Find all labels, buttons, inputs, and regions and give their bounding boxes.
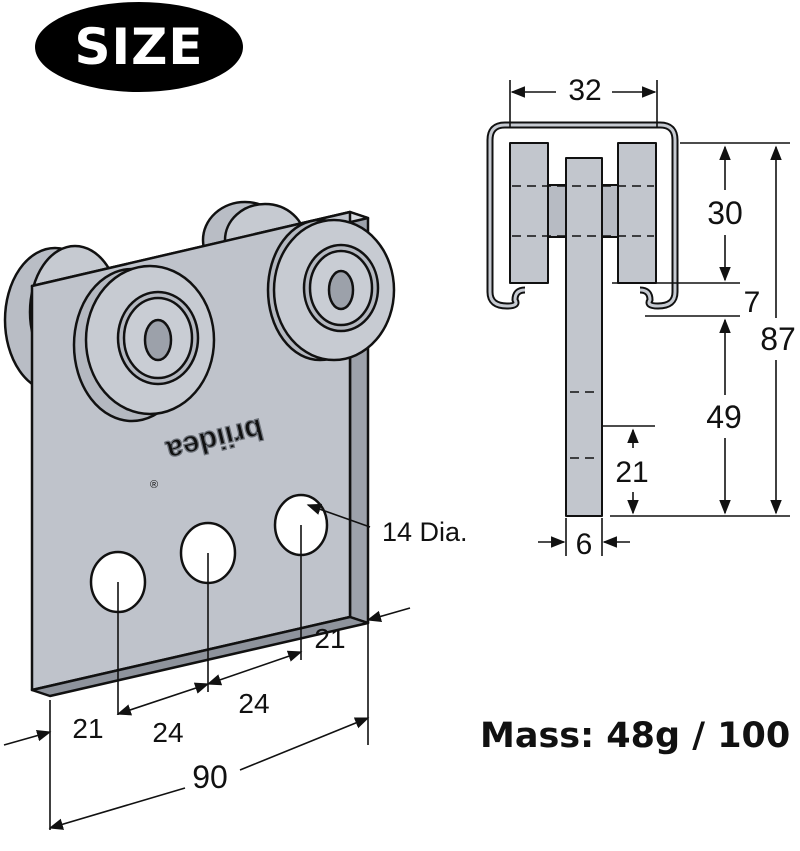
front-wheel-right	[266, 218, 396, 362]
hidden-lines	[512, 185, 654, 459]
dim-21b-label: 21	[314, 623, 345, 654]
dim-90-label: 90	[192, 759, 228, 795]
dim-21b-arrow	[366, 607, 411, 622]
dim-24a-line	[116, 682, 210, 716]
dim-7-label: 7	[744, 286, 761, 319]
hole-diameter-label: 14 Dia.	[382, 517, 468, 547]
dim-21-side-label: 21	[615, 456, 648, 489]
dim-87-label: 87	[760, 321, 796, 357]
registered-mark: ®	[150, 479, 158, 491]
size-badge-label: SIZE	[74, 18, 204, 76]
side-stem	[565, 157, 603, 517]
side-view	[486, 121, 679, 517]
dim-24b-label: 24	[238, 688, 269, 719]
side-wheel-left	[509, 142, 549, 284]
dim-32-label: 32	[568, 74, 601, 107]
dim-49-label: 49	[706, 399, 742, 435]
dim-30-label: 30	[707, 195, 743, 231]
side-wheel-right	[617, 142, 657, 284]
dim-24a-label: 24	[152, 717, 183, 748]
dim-24b-line	[206, 650, 303, 686]
front-view	[3, 200, 396, 698]
mass-label: Mass: 48g / 100	[480, 716, 791, 756]
front-wheel-left	[72, 264, 216, 423]
dim-21a-label: 21	[72, 713, 103, 744]
hole-leader	[306, 503, 371, 528]
dim-21a-arrow	[3, 729, 52, 746]
dim-90-line-left	[48, 787, 186, 830]
side-dimensions	[509, 80, 790, 556]
size-badge: SIZE	[35, 2, 243, 92]
dim-90-line-right	[239, 717, 370, 771]
front-dimensions	[3, 503, 411, 830]
dim-6-label: 6	[576, 528, 593, 561]
